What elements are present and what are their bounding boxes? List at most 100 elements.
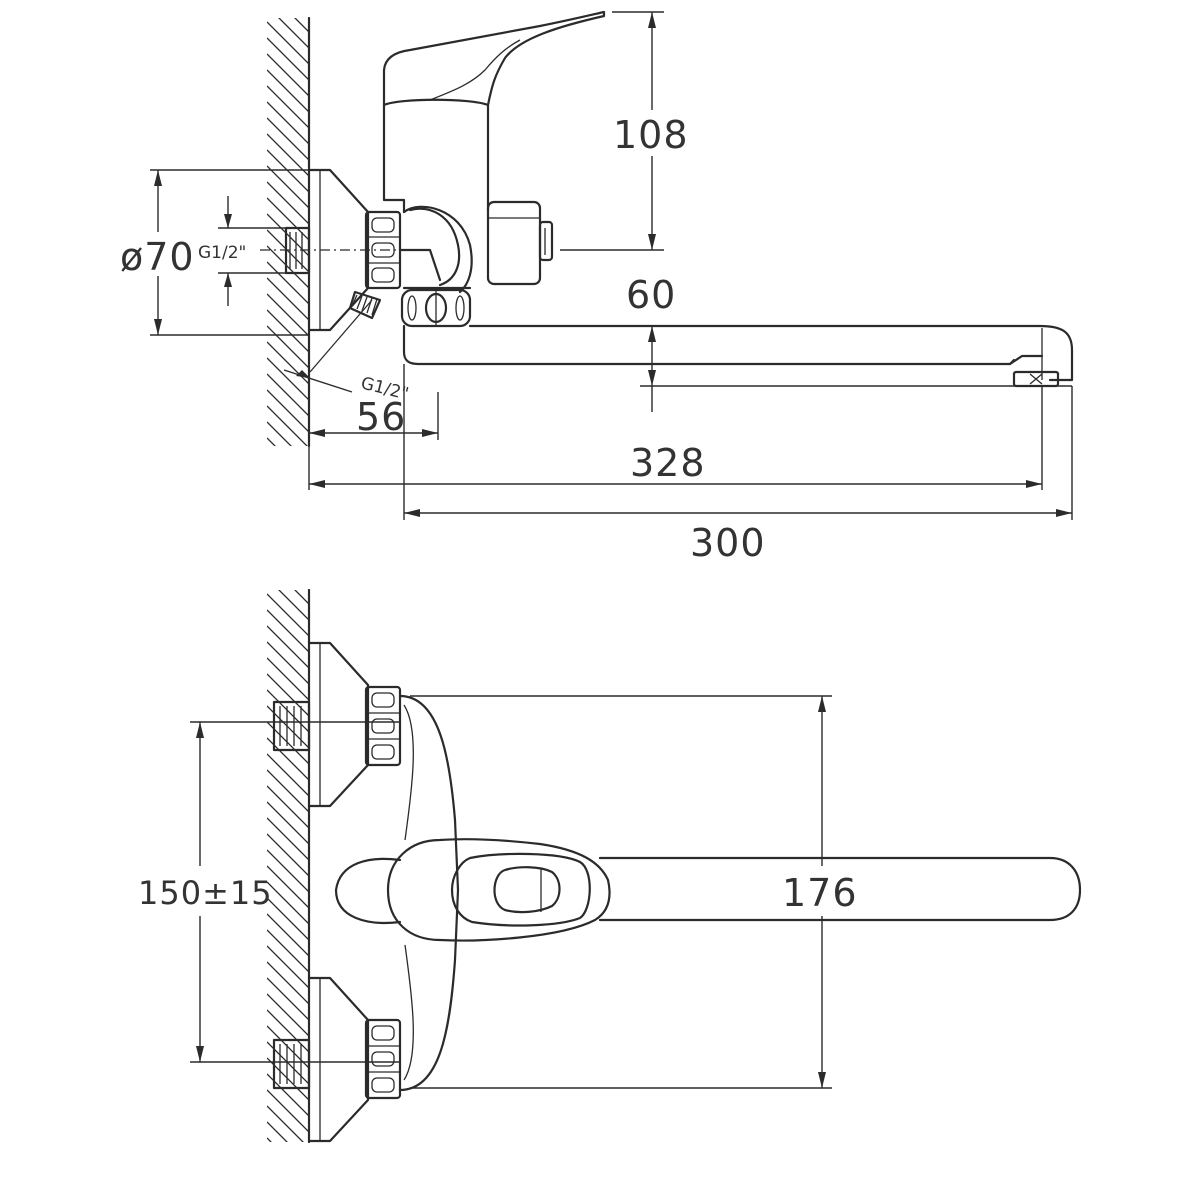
hatch-line xyxy=(267,593,309,637)
mixer-body-plan xyxy=(398,694,460,1092)
hatch-line xyxy=(267,993,309,1037)
hatch-line xyxy=(267,801,309,845)
hatch-line xyxy=(267,101,309,145)
hatch-line xyxy=(267,769,309,813)
hatch-line xyxy=(267,181,309,225)
hatch-line xyxy=(267,373,309,417)
dimension-328: 328 xyxy=(308,386,1043,490)
hatch-line xyxy=(267,753,309,797)
hatch-line xyxy=(267,69,309,113)
dim-label-108: 108 xyxy=(613,113,689,157)
dimension-300: 300 xyxy=(403,364,1073,565)
hatch-line xyxy=(267,609,309,653)
dim-label-300: 300 xyxy=(690,521,766,565)
hatch-line xyxy=(267,625,309,669)
hatch-line xyxy=(267,1089,309,1133)
hatch-line xyxy=(267,133,309,177)
dim-label-150-15: 150±15 xyxy=(138,874,273,912)
diverter-cap xyxy=(486,200,554,286)
dim-label-56: 56 xyxy=(356,395,406,439)
dimension-56: 56 xyxy=(309,392,439,440)
dimension-60: 60 xyxy=(626,273,1072,412)
hatch-line xyxy=(267,454,309,496)
dimension-176: 176 xyxy=(410,695,864,1089)
dimension-diameter-70: ø70 xyxy=(118,169,309,336)
hatch-line xyxy=(267,785,309,829)
hatch-line xyxy=(267,357,309,401)
hatch-line xyxy=(267,1137,272,1142)
hatch-line xyxy=(267,389,309,433)
hatch-line xyxy=(267,929,309,973)
hatch-line xyxy=(267,405,308,446)
hatch-line xyxy=(267,37,309,81)
dimension-150-15: 150±15 xyxy=(134,721,400,1063)
hatch-line xyxy=(267,261,309,305)
hatch-line xyxy=(267,817,309,861)
spout-plan xyxy=(334,856,1082,924)
hatch-line xyxy=(267,229,309,273)
dim-label-60: 60 xyxy=(626,273,676,317)
hatch-line xyxy=(267,897,309,941)
hatch-line xyxy=(267,689,309,733)
inlet-pipe xyxy=(260,226,420,275)
hatch-line xyxy=(294,590,309,605)
hatch-line xyxy=(267,197,309,241)
wall-hatch-bottom xyxy=(267,530,309,1196)
dim-label-inlet-thread: G1/2" xyxy=(198,243,246,263)
wall-hatch-top xyxy=(267,0,309,496)
hatch-line xyxy=(267,85,309,129)
spout-side xyxy=(402,324,1074,388)
hatch-line xyxy=(267,945,309,989)
eccentric-thread xyxy=(309,290,382,373)
upper-eccentric xyxy=(272,641,402,808)
hatch-line xyxy=(267,165,309,209)
mixer-body-side xyxy=(382,98,490,294)
hatch-line xyxy=(267,53,309,97)
hatch-line xyxy=(267,961,309,1005)
hatch-line xyxy=(278,590,309,621)
hatch-line xyxy=(278,18,309,49)
hatch-line xyxy=(267,1121,288,1142)
hatch-line xyxy=(267,865,309,909)
hatch-line xyxy=(294,18,309,33)
hatch-line xyxy=(267,530,309,572)
hatch-line xyxy=(267,913,309,957)
hatch-line xyxy=(267,117,309,161)
hatch-line xyxy=(267,421,292,446)
hatch-line xyxy=(267,309,309,353)
dimension-inlet-thread: G1/2" xyxy=(198,196,286,306)
hatch-line xyxy=(267,977,309,1021)
lever-handle-plan[interactable] xyxy=(386,838,611,942)
hatch-line xyxy=(267,1105,304,1142)
hatch-line xyxy=(267,149,309,193)
hatch-line xyxy=(267,641,309,685)
plan-view: 150±15 176 xyxy=(134,530,1082,1196)
dim-label-328: 328 xyxy=(630,441,706,485)
hatch-line xyxy=(267,277,309,321)
lever-handle-side[interactable] xyxy=(382,10,606,107)
hatch-line xyxy=(267,293,309,337)
side-view: 108 ø70 G1/2" 60 xyxy=(118,0,1074,565)
hatch-line xyxy=(267,341,309,385)
hatch-line xyxy=(267,673,309,717)
hatch-line xyxy=(267,546,309,588)
lower-eccentric xyxy=(272,976,402,1143)
dim-label-176: 176 xyxy=(782,871,858,915)
hatch-line xyxy=(267,1025,309,1069)
hatch-line xyxy=(267,325,309,369)
spout-swivel xyxy=(400,288,472,328)
dim-label-diameter-70: ø70 xyxy=(120,235,195,279)
dimension-108: 108 xyxy=(560,11,692,251)
hatch-line xyxy=(267,1154,309,1196)
hatch-line xyxy=(267,245,309,289)
hatch-line xyxy=(267,437,276,446)
hatch-line xyxy=(267,849,309,893)
hatch-line xyxy=(267,0,309,16)
escutcheon-flange xyxy=(307,168,370,332)
hatch-line xyxy=(267,1009,309,1053)
hatch-line xyxy=(267,881,309,925)
hatch-line xyxy=(267,833,309,877)
hatch-line xyxy=(267,657,309,701)
hatch-line xyxy=(267,21,309,65)
